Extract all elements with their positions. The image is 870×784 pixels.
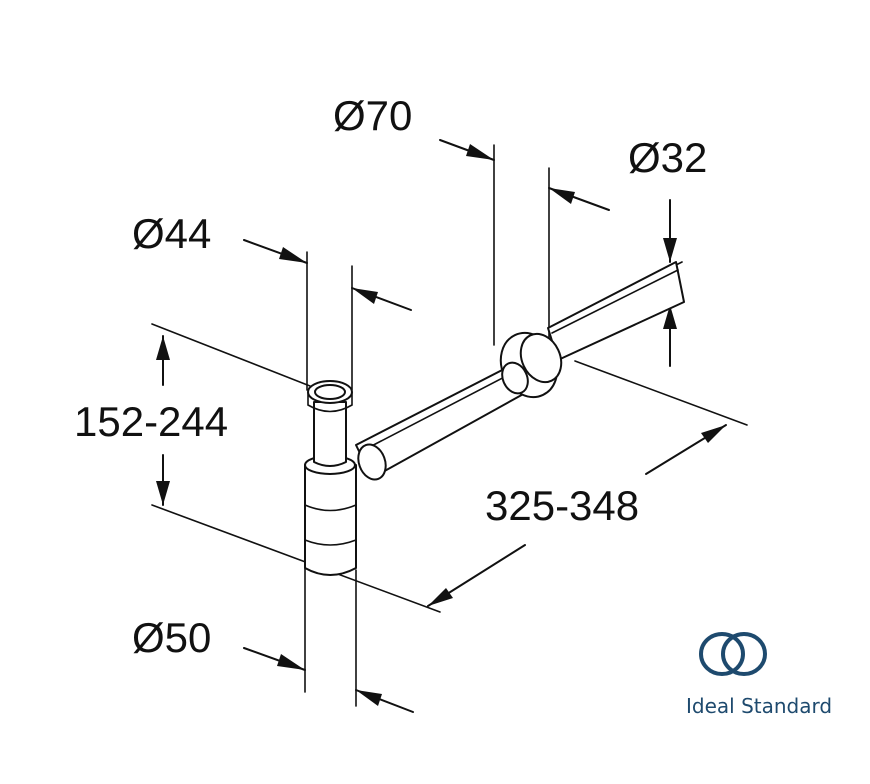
bottle-diameter-label: Ø50 [132, 614, 211, 661]
brand-name: Ideal Standard [686, 694, 832, 718]
bottle-trap [304, 261, 685, 576]
wall-pipe [547, 261, 685, 361]
brand-logo: Ideal Standard [686, 632, 832, 718]
inlet-diameter-label: Ø44 [132, 210, 211, 257]
elbow-joint [357, 443, 387, 481]
inlet-tube [307, 380, 353, 467]
bottle-body [304, 455, 357, 576]
wall-flange [499, 331, 563, 399]
interlocking-rings-icon [699, 632, 767, 676]
dimension-labels: Ø70 Ø32 Ø44 152-244 325-348 Ø50 [74, 92, 707, 661]
dimension-arrows [156, 139, 727, 713]
wall-pipe-diameter-label: Ø32 [628, 134, 707, 181]
length-range-label: 325-348 [485, 482, 639, 529]
height-range-label: 152-244 [74, 398, 228, 445]
outlet-diameter-label: Ø70 [333, 92, 412, 139]
